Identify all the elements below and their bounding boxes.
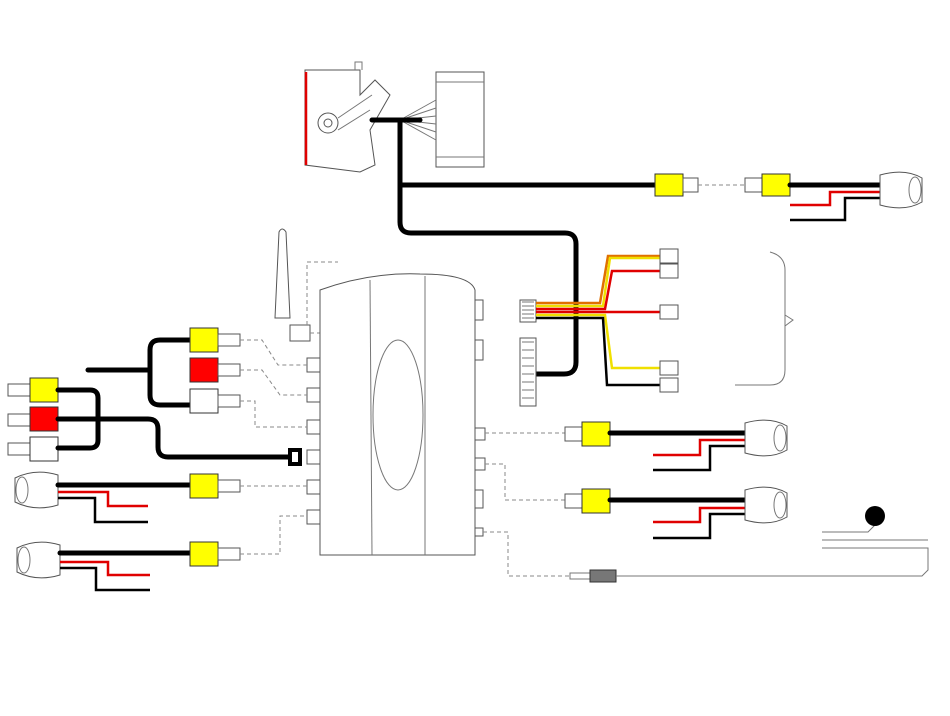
rca-red-plug [30, 407, 58, 431]
module-left-ports [307, 358, 320, 524]
jack-plug [590, 570, 616, 582]
rca-yellow-plug [762, 174, 790, 196]
rca-red-plug [190, 358, 218, 382]
rca-white-plug [30, 437, 58, 461]
audio-jack-cable [483, 525, 928, 582]
power-harness [520, 249, 793, 406]
camera-left-2 [17, 516, 307, 590]
rca-yellow-plug [655, 174, 683, 196]
rca-yellow-plug [190, 542, 218, 566]
head-unit-connector [305, 62, 390, 172]
rear-camera-top [655, 172, 922, 220]
spade-terminal [660, 249, 678, 392]
rca-yellow-plug [582, 422, 610, 446]
rca-yellow-plug [582, 489, 610, 513]
rca-output-set [88, 328, 307, 427]
camera-left-1 [15, 472, 307, 522]
button-icon [865, 506, 885, 526]
rca-input-set [8, 378, 302, 466]
interface-module [307, 274, 485, 555]
camera-right-1 [485, 420, 787, 470]
push-button [865, 506, 885, 526]
rca-yellow-plug [30, 378, 58, 402]
camera-right-2 [485, 464, 787, 538]
rca-yellow-plug [190, 328, 218, 352]
module-right-ports [475, 300, 485, 536]
rca-white-plug [190, 389, 218, 413]
rca-yellow-plug [190, 474, 218, 498]
